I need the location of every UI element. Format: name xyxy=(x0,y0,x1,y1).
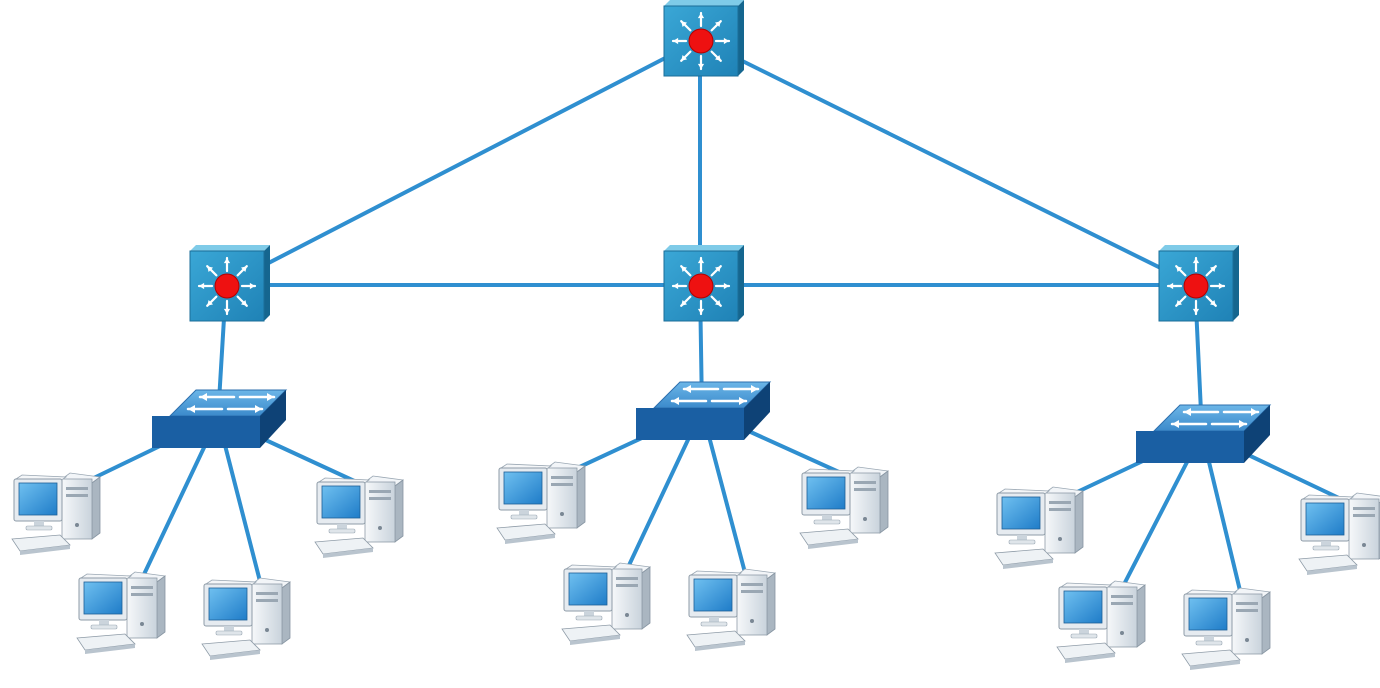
computer-pc-c2 xyxy=(561,562,652,645)
router-core xyxy=(663,0,744,77)
computer-pc-r3 xyxy=(1181,587,1272,670)
workgroup-switch-icon xyxy=(1136,404,1272,463)
desktop-computer-icon xyxy=(11,472,102,555)
computer-pc-l1 xyxy=(11,472,102,555)
nodes-layer xyxy=(11,0,1380,670)
router-dist-center xyxy=(663,245,744,322)
workgroup-switch-icon xyxy=(152,389,288,448)
link-core-dist-left xyxy=(224,38,702,287)
router-dist-right xyxy=(1158,245,1239,322)
workgroup-switch-icon xyxy=(636,381,772,440)
desktop-computer-icon xyxy=(76,571,167,654)
desktop-computer-icon xyxy=(1298,492,1380,575)
switch-access-right xyxy=(1136,404,1272,463)
switch-access-center xyxy=(636,381,772,440)
desktop-computer-icon xyxy=(799,466,890,549)
computer-pc-l3 xyxy=(201,577,292,660)
multilayer-switch-icon xyxy=(1158,245,1239,322)
multilayer-switch-icon xyxy=(663,245,744,322)
desktop-computer-icon xyxy=(686,568,777,651)
desktop-computer-icon xyxy=(496,461,587,544)
computer-pc-r1 xyxy=(994,486,1085,569)
computer-pc-l2 xyxy=(76,571,167,654)
computer-pc-l4 xyxy=(314,475,405,558)
router-dist-left xyxy=(189,245,270,322)
multilayer-switch-icon xyxy=(189,245,270,322)
desktop-computer-icon xyxy=(1056,580,1147,663)
desktop-computer-icon xyxy=(201,577,292,660)
computer-pc-c1 xyxy=(496,461,587,544)
multilayer-switch-icon xyxy=(663,0,744,77)
desktop-computer-icon xyxy=(561,562,652,645)
computer-pc-r2 xyxy=(1056,580,1147,663)
desktop-computer-icon xyxy=(1181,587,1272,670)
desktop-computer-icon xyxy=(994,486,1085,569)
desktop-computer-icon xyxy=(314,475,405,558)
computer-pc-c4 xyxy=(799,466,890,549)
link-core-dist-right xyxy=(698,38,1197,287)
switch-access-left xyxy=(152,389,288,448)
computer-pc-c3 xyxy=(686,568,777,651)
computer-pc-r4 xyxy=(1298,492,1380,575)
